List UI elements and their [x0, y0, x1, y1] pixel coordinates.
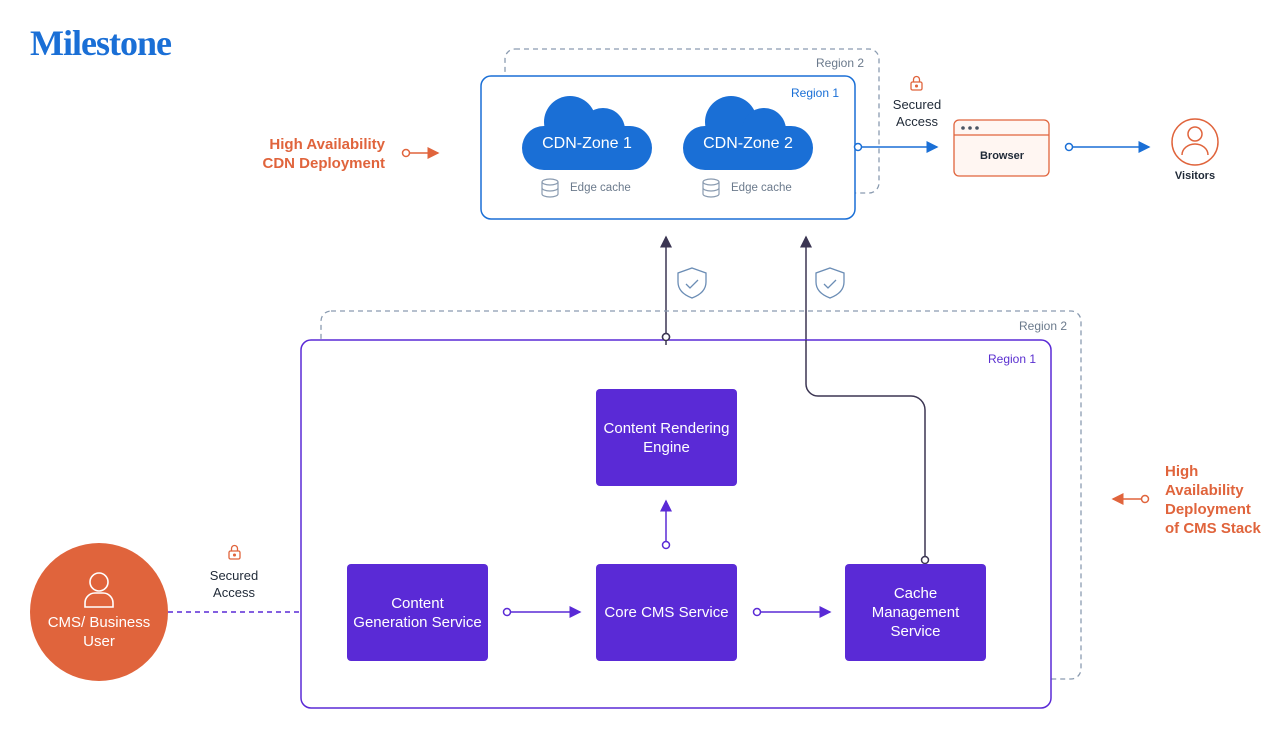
cdn-ha-label-line: CDN Deployment [262, 155, 385, 172]
browser-label: Browser [979, 150, 1025, 162]
secured-access-line: Access [896, 114, 938, 129]
cdn-zone-2-cloud [683, 96, 813, 170]
content-generation-service-box[interactable]: Content Generation Service [347, 564, 488, 661]
cdn-ha-label-line: High Availability [269, 136, 385, 153]
database-icon [702, 178, 720, 198]
database-icon [541, 178, 559, 198]
secured-access-top: Secured Access [877, 96, 957, 130]
cdn-zone-1-cloud [522, 96, 652, 170]
cdn-zone-2-label: CDN-Zone 2 [703, 135, 793, 152]
content-rendering-engine-box[interactable]: Content Rendering Engine [596, 389, 737, 486]
browser-box [953, 119, 1050, 177]
visitor-icon [1171, 118, 1219, 166]
shield-check-icon [677, 267, 707, 299]
cache-management-service-box[interactable]: Cache Management Service [845, 564, 986, 661]
cdn-region-1-label: Region 1 [791, 86, 840, 100]
cms-region-2-label: Region 2 [1019, 319, 1068, 333]
cdn-region-2-label: Region 2 [816, 56, 865, 70]
cdn-ha-label: High Availability CDN Deployment [255, 135, 385, 173]
lock-icon [228, 544, 241, 560]
visitors-label: Visitors [1174, 170, 1216, 182]
cms-user-node[interactable] [30, 543, 168, 681]
cms-ha-label-line: of CMS Stack [1165, 520, 1261, 537]
cms-region-1-label: Region 1 [988, 352, 1037, 366]
edge-cache-label: Edge cache [570, 182, 631, 194]
cdn-zone-1-label: CDN-Zone 1 [542, 135, 632, 152]
cms-ha-label: High Availability Deployment of CMS Stac… [1165, 462, 1275, 538]
cms-ha-label-line: Availability [1165, 482, 1244, 499]
core-cms-service-box[interactable]: Core CMS Service [596, 564, 737, 661]
user-icon [84, 572, 114, 608]
cms-user-label: CMS/ Business User [47, 614, 151, 650]
shield-check-icon [815, 267, 845, 299]
secured-access-line: Secured [892, 97, 942, 112]
secured-access-line: Secured [209, 568, 259, 583]
edge-cache-label: Edge cache [731, 182, 792, 194]
milestone-logo: Milestone [30, 23, 173, 63]
secured-access-left: Secured Access [194, 567, 274, 601]
lock-icon [910, 75, 923, 91]
cms-ha-label-line: Deployment [1165, 501, 1251, 518]
cms-ha-label-line: High [1165, 463, 1199, 480]
svg-text:Milestone: Milestone [30, 23, 172, 63]
secured-access-line: Access [213, 585, 255, 600]
